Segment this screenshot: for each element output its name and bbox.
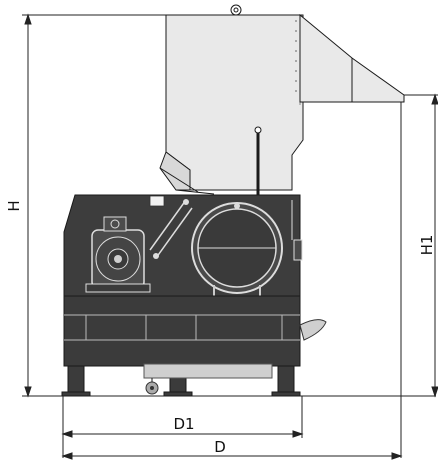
total-depth-label: D (214, 438, 226, 456)
discharge-outlet (299, 319, 327, 341)
hopper-body (165, 14, 304, 191)
hopper (159, 4, 405, 196)
warning-label (149, 195, 165, 207)
total-depth-dimension (61, 452, 403, 460)
lower-frame (63, 295, 301, 367)
motor-terminal-box (103, 216, 127, 232)
height-dimension (24, 13, 32, 398)
base-depth-dimension (61, 430, 304, 438)
hopper-height-dimension (431, 93, 438, 398)
height-label: H (5, 200, 23, 211)
collection-bin (143, 363, 273, 379)
hopper-height-label: H1 (418, 235, 436, 256)
machine-body (61, 194, 327, 397)
base-depth-label: D1 (173, 415, 194, 433)
